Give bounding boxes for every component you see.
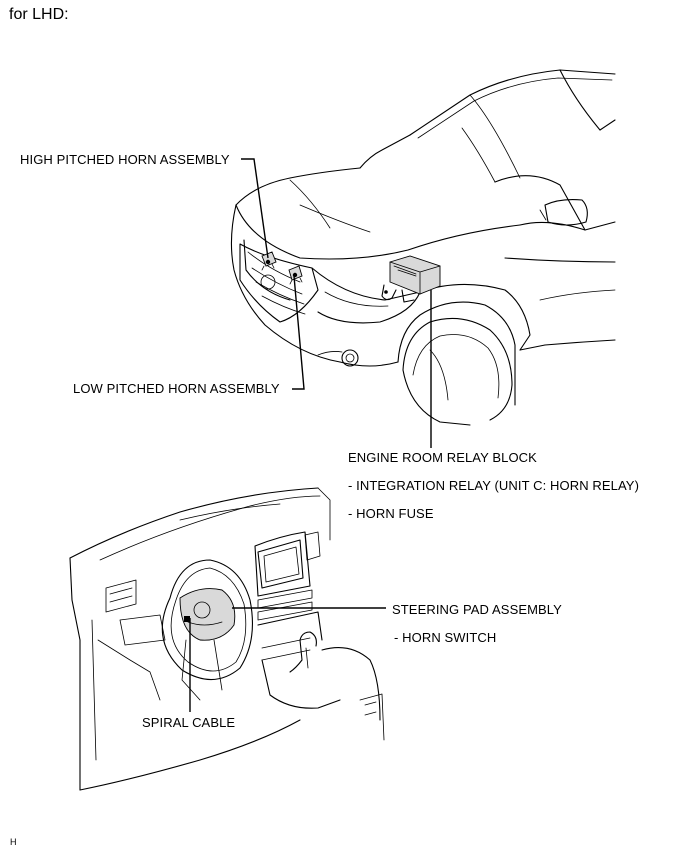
label-steering-pad-assembly: STEERING PAD ASSEMBLY bbox=[392, 602, 562, 617]
label-integration-relay: - INTEGRATION RELAY (UNIT C: HORN RELAY) bbox=[348, 478, 639, 493]
label-horn-fuse: - HORN FUSE bbox=[348, 506, 434, 521]
page-title: for LHD: bbox=[9, 6, 69, 23]
engine-room-relay-block-part bbox=[381, 255, 441, 303]
high-pitched-horn-part bbox=[261, 251, 277, 271]
label-high-pitched-horn: HIGH PITCHED HORN ASSEMBLY bbox=[20, 152, 230, 167]
low-pitched-horn-part bbox=[288, 265, 303, 285]
figure-code: H bbox=[10, 837, 17, 847]
label-spiral-cable: SPIRAL CABLE bbox=[142, 715, 236, 730]
label-low-pitched-horn: LOW PITCHED HORN ASSEMBLY bbox=[73, 381, 280, 396]
interior-illustration bbox=[69, 487, 385, 791]
leader-lines bbox=[189, 158, 432, 712]
label-horn-switch: - HORN SWITCH bbox=[394, 630, 497, 645]
label-engine-room-relay-block: ENGINE ROOM RELAY BLOCK bbox=[348, 450, 537, 465]
vehicle-illustration bbox=[230, 69, 616, 426]
